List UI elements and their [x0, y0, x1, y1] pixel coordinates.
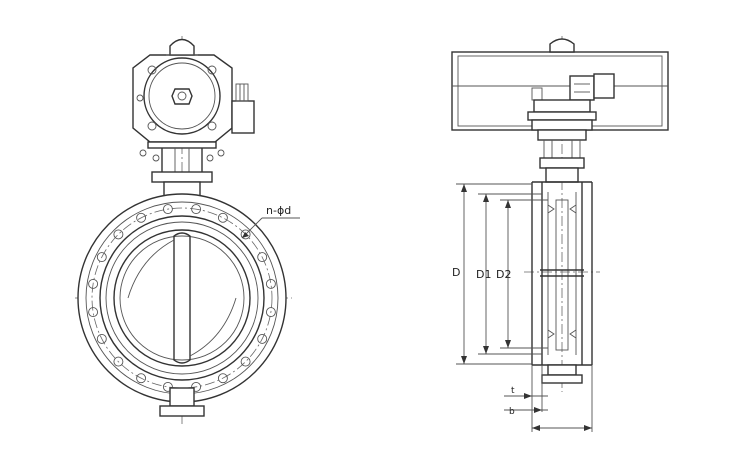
dim-t-label: t [511, 386, 515, 396]
bolt-hole [136, 212, 147, 223]
bottom-trunnion [159, 387, 205, 417]
bolt-holes-label: n-ϕd [266, 204, 291, 217]
side-view: D D1 D2 t b [451, 36, 669, 432]
gearbox [132, 38, 233, 143]
bolt-hole [240, 229, 251, 240]
bolt-hole [96, 333, 107, 344]
solenoid [531, 73, 615, 101]
front-view: n-ϕd [75, 36, 300, 425]
flange [77, 193, 287, 403]
bolt-hole [217, 373, 228, 384]
side-box [231, 83, 255, 134]
dim-D-label: D [452, 266, 460, 279]
bolt-hole [265, 307, 276, 318]
bolt-hole [88, 278, 99, 289]
bolt-hole [162, 204, 173, 215]
bolt-hole [113, 356, 124, 367]
bolt-hole [217, 212, 228, 223]
dim-D2-label: D2 [496, 268, 511, 281]
bolt-hole [265, 278, 276, 289]
bolt-hole [113, 229, 124, 240]
bolt-hole [162, 381, 173, 392]
bolt-hole [136, 373, 147, 384]
bolt-hole [257, 333, 268, 344]
bolt-hole [88, 307, 99, 318]
diameter-dimensions: D D1 D2 [452, 183, 548, 365]
bolt-hole [191, 381, 202, 392]
dim-b-label: b [509, 407, 515, 417]
bolt-hole [96, 252, 107, 263]
bolt-hole [257, 252, 268, 263]
bolt-hole [240, 356, 251, 367]
bolt-holes [88, 204, 276, 392]
thickness-dimensions: t b [504, 365, 593, 432]
bolt-hole-callout: n-ϕd [241, 204, 300, 239]
bolt-hole [191, 204, 202, 215]
disc [127, 232, 237, 364]
valve-body [531, 181, 593, 384]
dim-D1-label: D1 [476, 268, 491, 281]
